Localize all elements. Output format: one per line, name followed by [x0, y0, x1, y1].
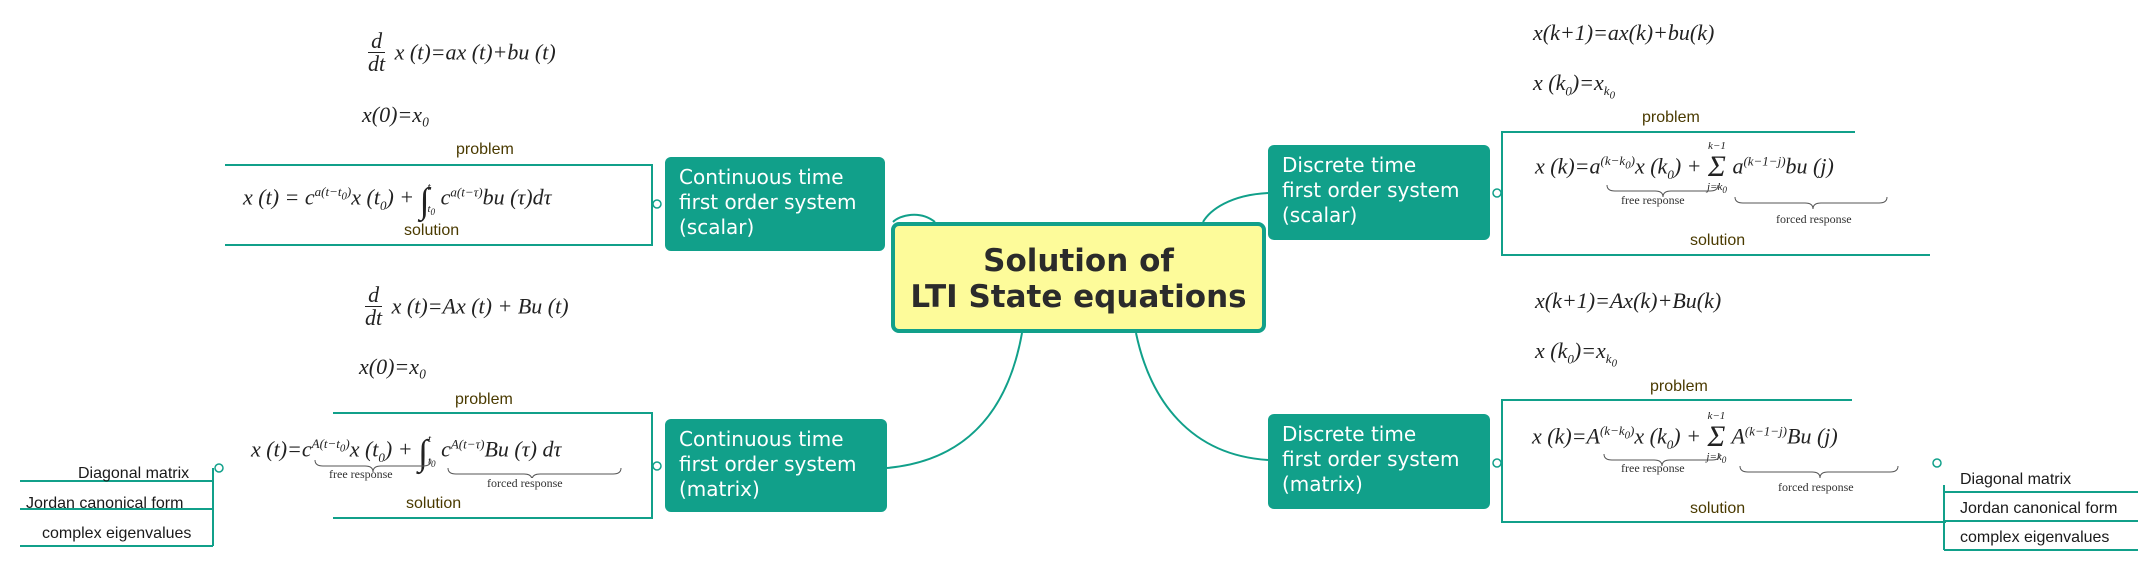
- topic-title-line: first order system: [679, 452, 857, 476]
- disc-matrix-free-label: free response: [1621, 461, 1685, 475]
- central-topic-line1: Solution of: [983, 243, 1174, 279]
- cont-matrix-frame: [333, 412, 653, 519]
- subtopic-jordan-canonical-form[interactable]: Jordan canonical form: [1960, 500, 2118, 517]
- disc-scalar-solution-label: solution: [1690, 232, 1746, 249]
- collapse-toggle-icon: [652, 461, 662, 471]
- topic-title-line: first order system: [1282, 447, 1460, 471]
- connector-center-cont-scalar: [892, 213, 936, 223]
- subtopic-complex-eigenvalues[interactable]: complex eigenvalues: [42, 525, 192, 542]
- cont-matrix-ic: x(0)=x₀: [359, 354, 427, 379]
- topic-discrete-scalar[interactable]: Discrete time first order system (scalar…: [1268, 145, 1490, 240]
- underbrace-icon: [1606, 184, 1888, 209]
- subtopic-jordan-canonical-form[interactable]: Jordan canonical form: [26, 495, 184, 512]
- connector-center-disc-scalar: [1202, 192, 1269, 223]
- disc-scalar-free-label: free response: [1621, 193, 1685, 207]
- subtopic-diagonal-matrix[interactable]: Diagonal matrix: [1960, 471, 2072, 488]
- disc-matrix-forced-label: forced response: [1778, 480, 1854, 494]
- cont-scalar-frame: [225, 164, 653, 246]
- topic-title-line: first order system: [679, 190, 857, 214]
- cont-matrix-sub-connector: [20, 468, 214, 547]
- underbrace-icon: [1603, 453, 1899, 478]
- connector-center-cont-matrix: [886, 332, 1023, 469]
- disc-matrix-frame: [1501, 399, 1946, 523]
- cont-scalar-ic: x(0)=x₀: [362, 102, 430, 127]
- cont-matrix-solution-label: solution: [406, 495, 462, 512]
- topic-title-line: first order system: [1282, 178, 1460, 202]
- topic-title-line: (matrix): [1282, 472, 1363, 496]
- cont-matrix-free-label: free response: [329, 467, 393, 481]
- topic-title-line: (scalar): [679, 215, 755, 239]
- topic-continuous-scalar[interactable]: Continuous time first order system (scal…: [665, 157, 885, 251]
- topic-title-line: Discrete time: [1282, 422, 1417, 446]
- subtopic-complex-eigenvalues[interactable]: complex eigenvalues: [1960, 529, 2110, 546]
- topic-title-line: Discrete time: [1282, 153, 1417, 177]
- disc-matrix-problem-label: problem: [1650, 378, 1708, 395]
- disc-scalar-recurrence: x(k+1)=ax(k)+bu(k): [1533, 20, 1715, 45]
- topic-title-line: Continuous time: [679, 165, 844, 189]
- central-topic-line2: LTI State equations: [910, 279, 1247, 315]
- topic-discrete-matrix[interactable]: Discrete time first order system (matrix…: [1268, 414, 1490, 509]
- topic-continuous-matrix[interactable]: Continuous time first order system (matr…: [665, 419, 887, 512]
- disc-scalar-ic: x (k0)=xk0: [1533, 70, 1615, 102]
- subtopic-diagonal-matrix[interactable]: Diagonal matrix: [78, 465, 190, 482]
- central-topic[interactable]: Solution of LTI State equations: [891, 222, 1266, 333]
- connector-center-disc-matrix: [1135, 332, 1269, 461]
- collapse-toggle-icon: [652, 199, 662, 209]
- cont-matrix-forced-label: forced response: [487, 476, 563, 490]
- cont-scalar-solution-label: solution: [404, 222, 460, 239]
- cont-matrix-problem-label: problem: [455, 391, 513, 408]
- topic-title-line: (scalar): [1282, 203, 1358, 227]
- disc-matrix-solution-label: solution: [1690, 500, 1746, 517]
- collapse-toggle-icon: [214, 463, 224, 473]
- topic-title-line: (matrix): [679, 477, 760, 501]
- disc-scalar-frame: [1501, 131, 1930, 256]
- topic-title-line: Continuous time: [679, 427, 844, 451]
- cont-scalar-problem-label: problem: [456, 141, 514, 158]
- underbrace-icon: [314, 459, 622, 478]
- disc-matrix-ic: x (k0)=xk0: [1535, 338, 1617, 370]
- collapse-toggle-icon: [1932, 458, 1942, 468]
- disc-scalar-forced-label: forced response: [1776, 212, 1852, 226]
- collapse-toggle-icon: [1492, 188, 1502, 198]
- collapse-toggle-icon: [1492, 458, 1502, 468]
- disc-scalar-problem-label: problem: [1642, 109, 1700, 126]
- disc-matrix-sub-connector: [1943, 485, 2138, 551]
- disc-matrix-recurrence: x(k+1)=Ax(k)+Bu(k): [1535, 288, 1722, 313]
